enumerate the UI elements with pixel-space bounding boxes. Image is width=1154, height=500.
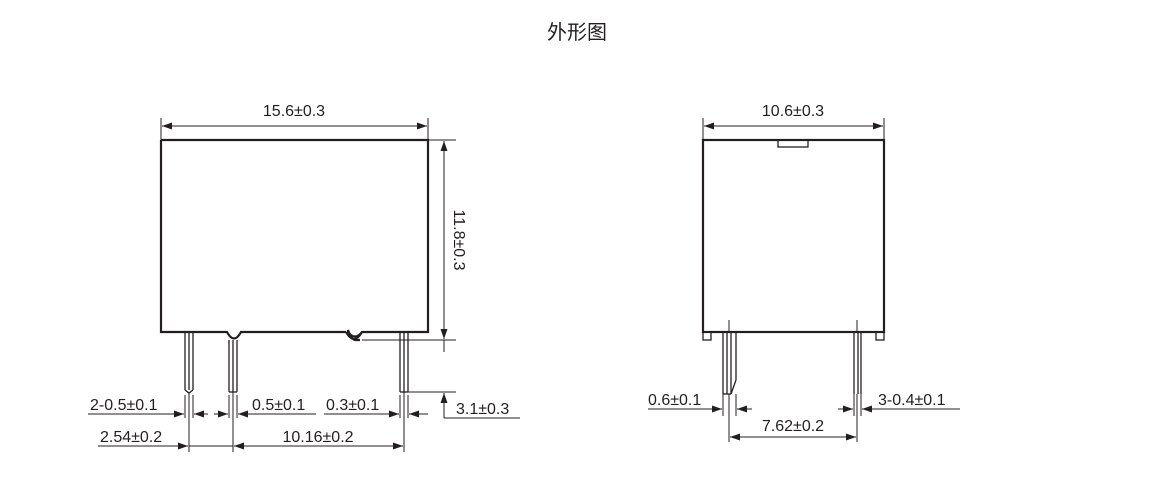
relay-body-side (701, 138, 886, 334)
relay-body-front (159, 138, 430, 342)
front-view: 15.6±0.3 11.8±0.3 3.1±0.3 2-0.5±0.1 0.5±… (88, 103, 520, 452)
side-width-label: 10.6±0.3 (762, 103, 824, 120)
pin-1 (184, 333, 194, 394)
drawing-title: 外形图 (547, 20, 607, 44)
pin-thin-label: 0.3±0.1 (326, 397, 379, 414)
side-view: 10.6±0.3 0.6±0.1 3-0.4±0.1 7.62±0.2 (648, 103, 960, 442)
side-pin-right (853, 320, 862, 394)
side-pitch-label: 7.62±0.2 (762, 418, 824, 435)
pin-length-label: 3.1±0.3 (456, 401, 509, 418)
side-pin-left-label: 0.6±0.1 (648, 392, 701, 409)
pitch-small-label: 2.54±0.2 (100, 429, 162, 446)
side-pin-left (722, 320, 737, 395)
pin-width-label: 0.5±0.1 (252, 397, 305, 414)
pin-3 (399, 333, 409, 393)
side-pin-right-label: 3-0.4±0.1 (878, 392, 946, 409)
pin-2 (228, 340, 238, 393)
top-tab (777, 139, 809, 148)
pitch-large-label: 10.16±0.2 (282, 429, 353, 446)
front-width-label: 15.6±0.3 (263, 103, 325, 120)
front-height-label: 11.8±0.3 (450, 210, 467, 271)
pin-diameter-label: 2-0.5±0.1 (90, 397, 158, 414)
